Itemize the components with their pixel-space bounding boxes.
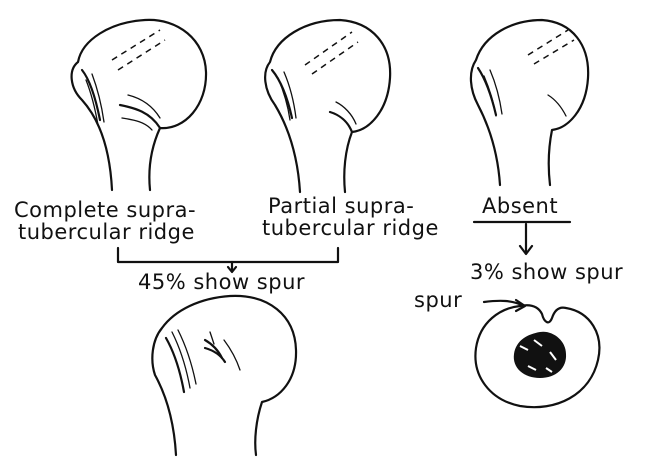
label-45-percent-spur: 45% show spur <box>138 272 305 293</box>
humerus-with-spur <box>152 296 296 455</box>
humerus-partial-ridge <box>265 20 390 192</box>
bracket-connector <box>118 248 338 272</box>
label-complete-line1: Complete supra- <box>14 200 196 221</box>
absent-underline-arrow <box>474 222 570 254</box>
label-3-percent-spur: 3% show spur <box>470 262 623 283</box>
label-spur: spur <box>414 290 462 311</box>
label-absent: Absent <box>482 196 558 217</box>
label-partial-line1: Partial supra- <box>268 196 414 217</box>
label-partial-line2: tubercular ridge <box>262 218 439 239</box>
humerus-ridge-absent <box>471 20 588 185</box>
label-complete-line2: tubercular ridge <box>18 222 195 243</box>
bone-cross-section <box>475 305 599 407</box>
humerus-complete-ridge <box>72 20 206 190</box>
